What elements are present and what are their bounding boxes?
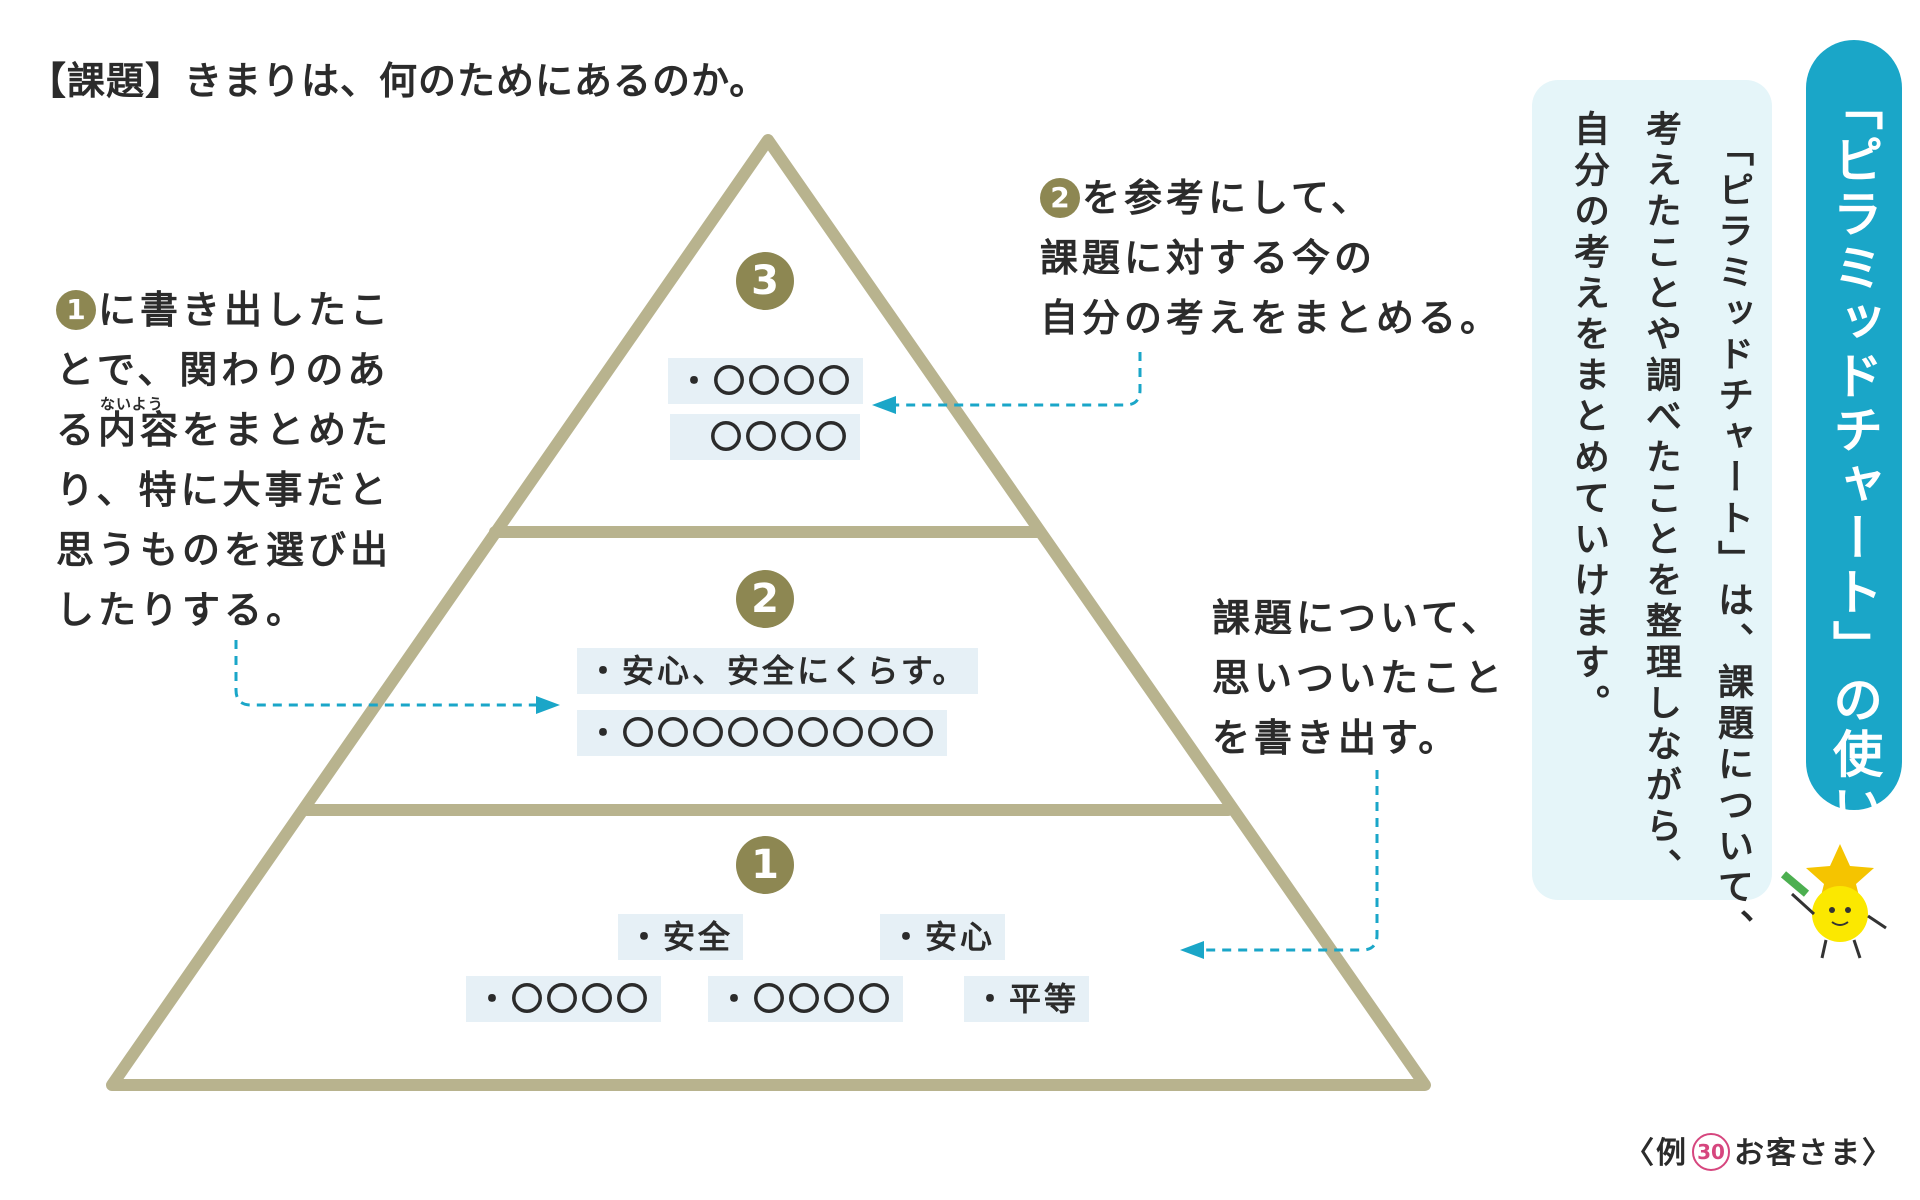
level-1-item: ・安全 xyxy=(618,914,744,960)
title-badge: 「ピラミッドチャート」の使い方 xyxy=(1806,40,1902,890)
note-line: 課題について、 xyxy=(1212,596,1503,640)
level-2-number: 2 xyxy=(736,570,794,628)
note-line: したりする。 xyxy=(56,588,309,632)
note-line: とで、関わりのあ xyxy=(56,348,390,392)
explanation-line-2: 考えたことや調べたことを整理しながら、 xyxy=(1640,110,1681,889)
arrow-head-level2 xyxy=(536,696,560,714)
note-line: 自分の考えをまとめる。 xyxy=(1040,296,1503,340)
note-line: 思いついたこと xyxy=(1212,656,1507,700)
ruby-reading: ないよう xyxy=(100,395,164,413)
note-line: に書き出したこ xyxy=(98,288,393,332)
note-line: 課題に対する今の xyxy=(1040,236,1377,280)
step-1-marker: 1 xyxy=(56,290,96,330)
step-2-marker: 2 xyxy=(1040,178,1080,218)
note-line: る xyxy=(56,408,99,452)
level-3-item: ・〇〇〇〇 xyxy=(668,358,864,404)
arrow-head-level3 xyxy=(872,396,896,414)
mascot-character xyxy=(1780,844,1887,959)
level-2-item: ・安心、安全にくらす。 xyxy=(577,648,978,694)
level-1-item: ・平等 xyxy=(964,976,1090,1022)
explanation-line-3: 自分の考えをまとめていけます。 xyxy=(1568,110,1609,725)
task-heading: 【課題】きまりは、何のためにあるのか。 xyxy=(28,59,769,103)
arrow-to-level3 xyxy=(890,352,1142,407)
level-1-item: ・〇〇〇〇 xyxy=(466,976,662,1022)
explanation-line-1: 「ピラミッドチャート」は、課題について、 xyxy=(1712,130,1753,950)
note-line: を書き出す。 xyxy=(1212,716,1461,760)
level-1-item: ・安心 xyxy=(880,914,1006,960)
mascot-body xyxy=(1812,886,1868,942)
note-line: をまとめた xyxy=(182,408,393,452)
arrow-head-level1 xyxy=(1180,941,1204,959)
note-level1: 課題について、 思いついたこと を書き出す。 xyxy=(1212,588,1506,768)
explanation-panel: 「ピラミッドチャート」は、課題について、 考えたことや調べたことを整理しながら、… xyxy=(1532,80,1772,950)
level-2-item: ・〇〇〇〇〇〇〇〇〇 xyxy=(577,710,948,756)
level-3-item: 〇〇〇〇 xyxy=(670,414,861,460)
arrow-to-level1 xyxy=(1198,770,1379,952)
note-line: 思うものを選び出 xyxy=(56,528,393,572)
note-line: り、特に大事だと xyxy=(56,468,391,512)
note-line: を参考にして、 xyxy=(1082,176,1373,220)
example-number: 30 xyxy=(1692,1133,1730,1171)
level-3-number: 3 xyxy=(736,252,794,310)
pyramid-outline xyxy=(106,134,1431,1091)
arrow-to-level2 xyxy=(234,640,540,707)
pencil-icon xyxy=(1780,871,1810,897)
ruby-word: ないよう内容 xyxy=(98,395,182,460)
level-1-number: 1 xyxy=(736,836,794,894)
level-1-item: ・〇〇〇〇 xyxy=(708,976,904,1022)
